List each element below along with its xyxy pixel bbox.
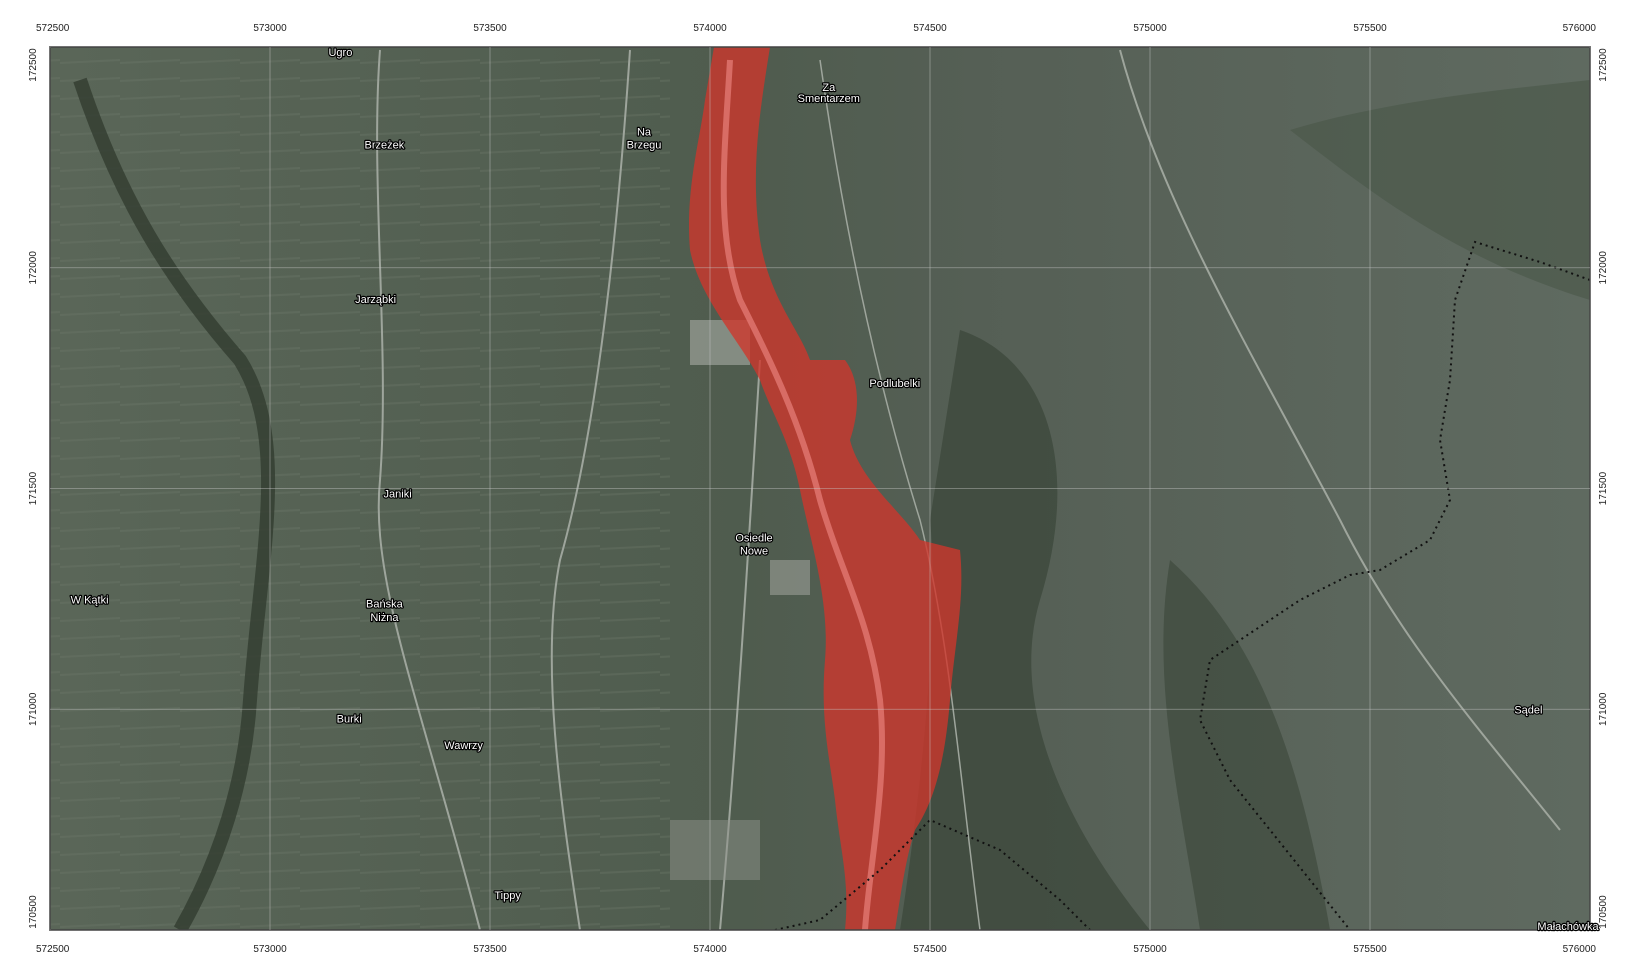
x-axis-bottom: 572500 573000 573500 574000 574500 575000 5755… (36, 944, 1596, 955)
flood-zone-channel (720, 59, 886, 930)
forest-area (1290, 80, 1590, 300)
place-label: Jarząbki (355, 294, 396, 306)
y-tick-label: 171500 (1598, 471, 1609, 505)
y-tick-label: 172500 (28, 48, 39, 82)
x-tick-label: 573500 (473, 23, 507, 34)
road (376, 49, 481, 930)
road (1119, 49, 1561, 831)
road (550, 49, 631, 930)
x-tick-label: 575500 (1353, 23, 1387, 34)
place-label: Brzegu (627, 140, 662, 152)
y-tick-label: 170500 (1598, 895, 1609, 929)
x-tick-label: 575000 (1133, 944, 1167, 955)
x-tick-label: 573500 (473, 944, 507, 955)
y-tick-label: 172500 (1598, 48, 1609, 82)
place-label: Sądel (1514, 705, 1542, 717)
x-axis-top: 572500 573000 573500 574000 574500 575000 5755… (36, 23, 1596, 34)
place-label: Wawrzy (444, 740, 483, 752)
place-label: Smentarzem (798, 93, 860, 105)
y-axis-left: 172500 172000 171500 171000 170500 (28, 48, 39, 929)
place-label: Brzeżek (365, 140, 405, 152)
forest-area (1163, 560, 1330, 930)
x-tick-label: 576000 (1563, 944, 1597, 955)
y-axis-right: 172500 172000 171500 171000 170500 (1598, 48, 1609, 929)
y-tick-label: 171000 (1598, 692, 1609, 726)
x-tick-label: 575000 (1133, 23, 1167, 34)
place-label: Za (822, 82, 836, 94)
place-label: Janiki (384, 488, 412, 500)
x-tick-label: 576000 (1563, 23, 1597, 34)
x-tick-label: 574500 (913, 944, 947, 955)
place-label: Bańska (366, 599, 404, 611)
x-tick-label: 573000 (253, 23, 287, 34)
stream-corridor (73, 77, 276, 930)
place-label: Ugro (328, 47, 352, 59)
clearing (670, 820, 760, 880)
y-tick-label: 172000 (1598, 251, 1609, 285)
coordinate-grid (49, 46, 1591, 931)
x-tick-label: 574000 (693, 23, 727, 34)
x-tick-label: 572500 (36, 23, 70, 34)
place-label: Małachówka (1537, 921, 1599, 933)
place-label: Niżna (370, 612, 399, 624)
place-label: Podlubelki (869, 378, 920, 390)
x-tick-label: 575500 (1353, 944, 1387, 955)
place-label: Burki (337, 713, 362, 725)
place-label: W Kątki (71, 594, 109, 606)
y-tick-label: 171000 (28, 692, 39, 726)
x-tick-label: 572500 (36, 944, 70, 955)
clearing (770, 560, 810, 595)
place-label: Tippy (494, 890, 521, 902)
y-tick-label: 171500 (28, 471, 39, 505)
x-tick-label: 573000 (253, 944, 287, 955)
administrative-boundary (774, 818, 1091, 930)
x-tick-label: 574500 (913, 23, 947, 34)
place-label: Nowe (740, 546, 768, 558)
y-tick-label: 170500 (28, 895, 39, 929)
x-tick-label: 574000 (693, 944, 727, 955)
y-tick-label: 172000 (28, 251, 39, 285)
place-label: Na (637, 126, 652, 138)
road (819, 59, 981, 930)
place-label: Osiedle (735, 532, 772, 544)
